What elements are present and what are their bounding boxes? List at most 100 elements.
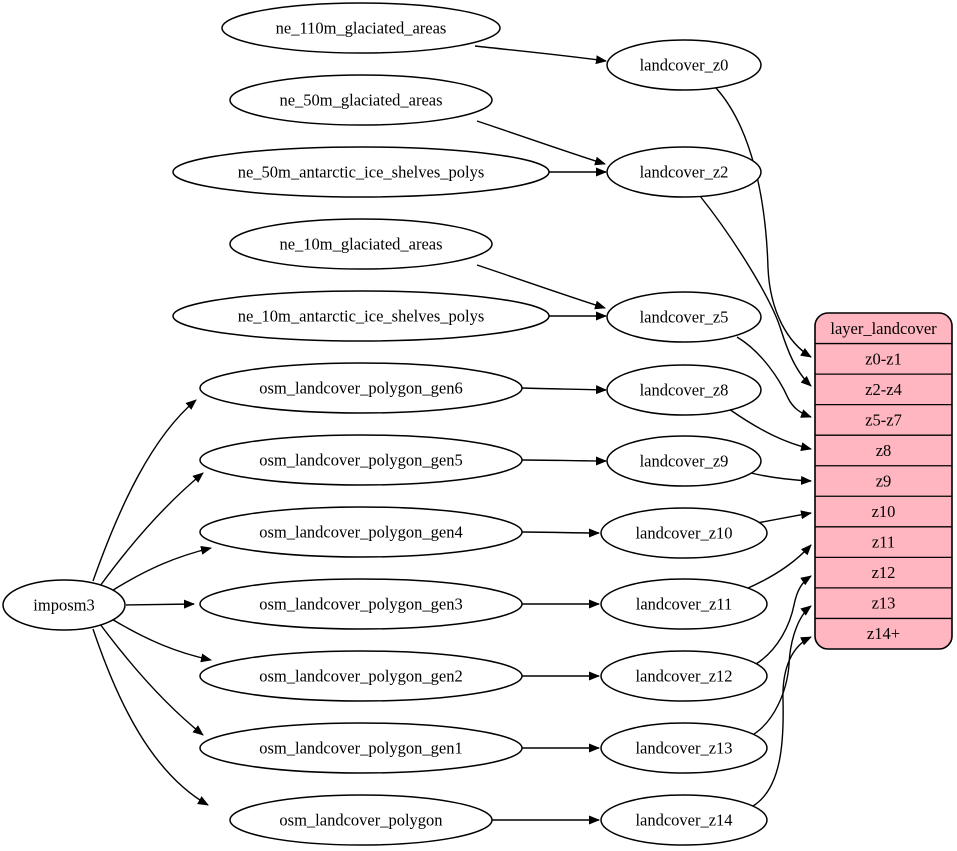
node-landcover_z9: landcover_z9 [606, 435, 762, 487]
node-osm_landcover_polygon_gen3: osm_landcover_polygon_gen3 [199, 578, 523, 630]
node-osm_landcover_polygon: osm_landcover_polygon [229, 794, 493, 846]
edge-osm_landcover_polygon_gen5-to-landcover_z9 [521, 456, 607, 466]
record-node-layer: layer_landcoverz0-z1z2-z4z5-z7z8z9z10z11… [814, 312, 953, 650]
node-landcover_z14: landcover_z14 [600, 794, 768, 846]
node-osm_landcover_polygon_gen1: osm_landcover_polygon_gen1 [199, 722, 523, 774]
node-landcover_z0: landcover_z0 [606, 39, 762, 91]
layer_landcover-row-z8: z8 [876, 441, 892, 460]
ne_10m_antarctic_ice_shelves_polys-label: ne_10m_antarctic_ice_shelves_polys [238, 307, 485, 326]
osm_landcover_polygon_gen1-label: osm_landcover_polygon_gen1 [259, 739, 462, 758]
edge-imposm3-to-osm_landcover_polygon_gen5 [99, 472, 204, 587]
landcover_z13-label: landcover_z13 [635, 739, 732, 758]
layer_landcover-row-z14+: z14+ [867, 624, 900, 643]
edge-osm_landcover_polygon_gen6-to-landcover_z8 [521, 385, 607, 395]
landcover_z0-ellipse [606, 39, 762, 91]
osm_landcover_polygon_gen2-ellipse [199, 650, 523, 702]
edge-landcover_z13-to-layer_landcover:z13 [750, 605, 812, 737]
landcover_z10-ellipse [600, 507, 768, 559]
osm_landcover_polygon_gen6-ellipse [199, 362, 523, 414]
node-osm_landcover_polygon_gen5: osm_landcover_polygon_gen5 [199, 434, 523, 486]
landcover_z5-label: landcover_z5 [640, 308, 729, 327]
imposm3-ellipse [2, 579, 126, 631]
edge-landcover_z5-to-layer_landcover:z5-z7 [736, 336, 812, 418]
edge-landcover_z2-to-layer_landcover:z2-z4 [699, 195, 812, 387]
landcover_z10-label: landcover_z10 [635, 524, 732, 543]
edge-landcover_z14-to-layer_landcover:z14+ [752, 636, 812, 807]
landcover_z12-label: landcover_z12 [635, 667, 732, 686]
edge-ne_50m_glaciated_areas-to-landcover_z2 [476, 120, 606, 166]
layer_landcover-body [814, 312, 953, 650]
landcover_z12-ellipse [600, 650, 768, 702]
landcover_z8-ellipse [606, 364, 762, 416]
node-osm_landcover_polygon_gen2: osm_landcover_polygon_gen2 [199, 650, 523, 702]
edge-imposm3-to-osm_landcover_polygon [92, 628, 209, 806]
edge-imposm3-to-osm_landcover_polygon_gen3 [125, 599, 195, 609]
edge-imposm3-to-osm_landcover_polygon_gen1 [99, 623, 204, 736]
landcover_z9-ellipse [606, 435, 762, 487]
edge-landcover_z0-to-layer_landcover:z0-z1 [715, 87, 812, 358]
ne_10m_glaciated_areas-label: ne_10m_glaciated_areas [279, 235, 442, 254]
node-imposm3: imposm3 [2, 579, 126, 631]
layer_landcover-title: layer_landcover [830, 319, 937, 338]
node-ne_50m_antarctic_ice_shelves_polys: ne_50m_antarctic_ice_shelves_polys [172, 146, 550, 198]
ne_10m_antarctic_ice_shelves_polys-ellipse [172, 290, 550, 342]
node-ne_10m_glaciated_areas: ne_10m_glaciated_areas [229, 218, 493, 270]
edge-landcover_z10-to-layer_landcover:z10 [756, 510, 812, 524]
edge-landcover_z9-to-layer_landcover:z9 [750, 472, 812, 485]
ne_110m_glaciated_areas-ellipse [221, 2, 501, 54]
layer_landcover-row-z13: z13 [872, 594, 896, 613]
ne_50m_antarctic_ice_shelves_polys-ellipse [172, 146, 550, 198]
osm_landcover_polygon_gen5-ellipse [199, 434, 523, 486]
layer_landcover-row-z0-z1: z0-z1 [865, 349, 902, 368]
node-landcover_z13: landcover_z13 [600, 722, 768, 774]
node-ne_50m_glaciated_areas: ne_50m_glaciated_areas [229, 74, 493, 126]
landcover_z2-label: landcover_z2 [640, 163, 729, 182]
osm_landcover_polygon-ellipse [229, 794, 493, 846]
ne_110m_glaciated_areas-label: ne_110m_glaciated_areas [276, 19, 447, 38]
ne_50m_glaciated_areas-ellipse [229, 74, 493, 126]
landcover_z9-label: landcover_z9 [640, 452, 729, 471]
node-landcover_z8: landcover_z8 [606, 364, 762, 416]
node-osm_landcover_polygon_gen4: osm_landcover_polygon_gen4 [199, 506, 523, 558]
nodes-layer: imposm3 ne_110m_glaciated_areas ne_50m_gla… [2, 2, 768, 846]
osm_landcover_polygon_gen1-ellipse [199, 722, 523, 774]
ne_10m_glaciated_areas-ellipse [229, 218, 493, 270]
imposm3-label: imposm3 [33, 596, 94, 615]
osm_landcover_polygon_gen6-label: osm_landcover_polygon_gen6 [259, 379, 462, 398]
edge-landcover_z8-to-layer_landcover:z8 [728, 408, 812, 452]
osm_landcover_polygon_gen3-label: osm_landcover_polygon_gen3 [259, 595, 462, 614]
edges-layer [92, 45, 812, 825]
landcover_z14-label: landcover_z14 [635, 811, 732, 830]
landcover_z13-ellipse [600, 722, 768, 774]
osm_landcover_polygon-label: osm_landcover_polygon [279, 811, 442, 830]
edge-imposm3-to-osm_landcover_polygon_gen4 [109, 545, 212, 593]
ne_50m_antarctic_ice_shelves_polys-label: ne_50m_antarctic_ice_shelves_polys [238, 163, 485, 182]
edge-ne_10m_glaciated_areas-to-landcover_z5 [476, 264, 606, 310]
edge-osm_landcover_polygon_gen4-to-landcover_z10 [521, 528, 600, 538]
edge-imposm3-to-osm_landcover_polygon_gen2 [109, 617, 212, 663]
edge-imposm3-to-osm_landcover_polygon_gen6 [92, 399, 197, 582]
ne_50m_glaciated_areas-label: ne_50m_glaciated_areas [279, 91, 442, 110]
landcover_z11-ellipse [600, 578, 768, 630]
landcover_z11-label: landcover_z11 [636, 595, 733, 614]
landcover_z14-ellipse [600, 794, 768, 846]
layer_landcover-row-z12: z12 [872, 563, 896, 582]
osm_landcover_polygon_gen2-label: osm_landcover_polygon_gen2 [259, 667, 462, 686]
layer_landcover-row-z5-z7: z5-z7 [865, 410, 902, 429]
landcover_z8-label: landcover_z8 [640, 381, 729, 400]
osm_landcover_polygon_gen3-ellipse [199, 578, 523, 630]
landcover_z0-label: landcover_z0 [640, 56, 729, 75]
node-landcover_z2: landcover_z2 [606, 146, 762, 198]
node-ne_110m_glaciated_areas: ne_110m_glaciated_areas [221, 2, 501, 54]
node-landcover_z10: landcover_z10 [600, 507, 768, 559]
edge-landcover_z11-to-layer_landcover:z11 [745, 544, 812, 590]
node-landcover_z11: landcover_z11 [600, 578, 768, 630]
node-osm_landcover_polygon_gen6: osm_landcover_polygon_gen6 [199, 362, 523, 414]
node-layer_landcover: layer_landcoverz0-z1z2-z4z5-z7z8z9z10z11… [814, 312, 953, 650]
node-ne_10m_antarctic_ice_shelves_polys: ne_10m_antarctic_ice_shelves_polys [172, 290, 550, 342]
landcover_z2-ellipse [606, 146, 762, 198]
osm_landcover_polygon_gen4-label: osm_landcover_polygon_gen4 [259, 523, 462, 542]
layer_landcover-row-z2-z4: z2-z4 [865, 380, 902, 399]
